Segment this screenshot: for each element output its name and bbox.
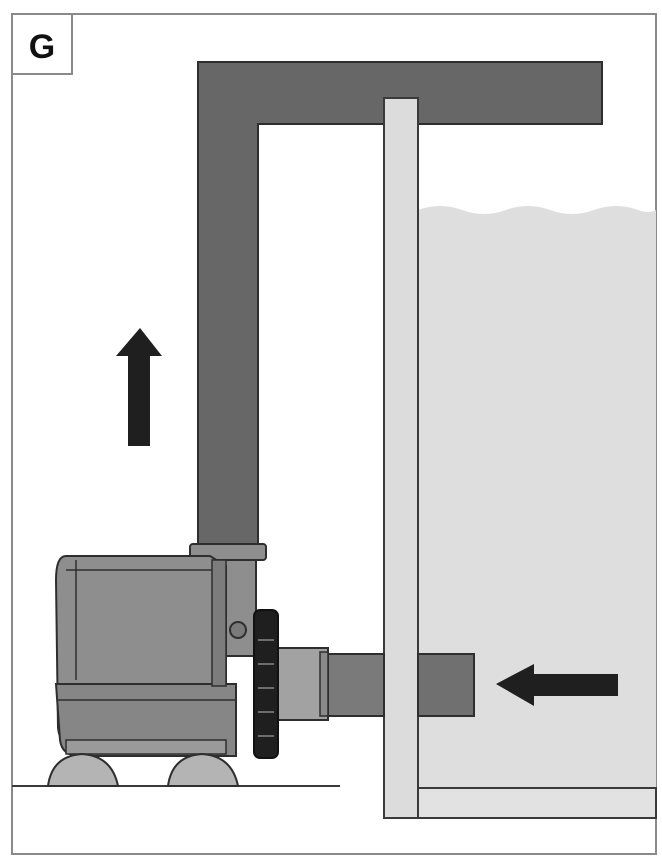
tank-wall [383, 97, 419, 819]
suction-foot-right [166, 752, 240, 787]
figure-label: G [29, 28, 55, 66]
adjust-screw [229, 621, 247, 639]
flow-regulator-knob [253, 609, 279, 759]
pump-side-plate [211, 559, 227, 687]
arrow-left-icon [496, 664, 618, 706]
water-area [418, 206, 656, 788]
suction-foot-left [46, 752, 120, 787]
figure-label-box [11, 13, 73, 75]
inlet-hose [325, 653, 385, 717]
pump-intake-ring [319, 651, 329, 717]
arrow-up-icon [116, 328, 162, 446]
foot-bar [65, 739, 227, 755]
tank-bottom-ledge [383, 787, 657, 819]
inlet-hose-inside [417, 653, 475, 717]
